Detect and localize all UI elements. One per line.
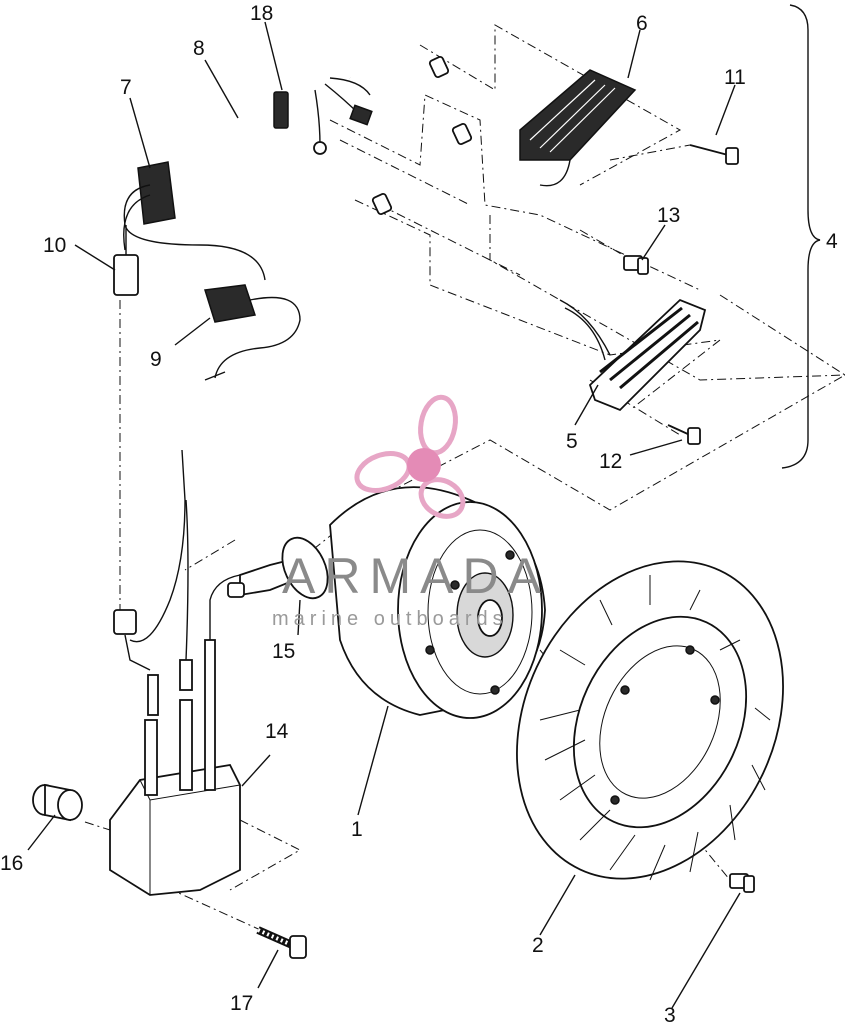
charge-coil [559,298,707,412]
watermark-brand: ARMADA [282,548,550,604]
coil-wires [113,449,241,671]
cooling-fan [516,560,784,881]
grommet [32,783,83,822]
callout-8: 8 [193,37,205,60]
bolt-3 [729,873,755,893]
bolt-11 [689,144,739,165]
callout-12: 12 [599,450,622,473]
callout-4: 4 [826,230,838,253]
callout-9: 9 [150,348,162,371]
flywheel [329,486,546,719]
callout-6: 6 [636,12,648,35]
callout-2: 2 [532,934,544,957]
bolt-13 [623,255,649,275]
callout-14: 14 [265,720,289,743]
callout-11: 11 [724,66,746,89]
bullet-connector [113,225,139,296]
callout-18: 18 [250,2,273,25]
callout-15: 15 [272,640,295,663]
connector-block [123,161,266,281]
callout-7: 7 [120,76,132,99]
spark-plug-cap [227,536,329,600]
bolt-17 [256,926,307,959]
callout-17: 17 [230,992,253,1015]
callout-3: 3 [664,1004,676,1027]
relay-switch [204,284,301,381]
bolt-12 [667,424,701,445]
ignition-coil [109,639,241,896]
leader-lines [27,21,741,1009]
callout-13: 13 [657,204,680,227]
callout-1: 1 [351,818,363,841]
callout-10: 10 [43,234,66,257]
propeller-logo-icon [354,394,466,519]
regulator-unit [371,55,637,216]
wire-harness [138,72,373,178]
watermark-tagline: marine outboards [272,608,508,630]
armada-watermark: ARMADA marine outboards [272,394,550,630]
group-bracket [781,4,821,469]
callout-5: 5 [566,430,578,453]
callout-16: 16 [0,852,23,875]
